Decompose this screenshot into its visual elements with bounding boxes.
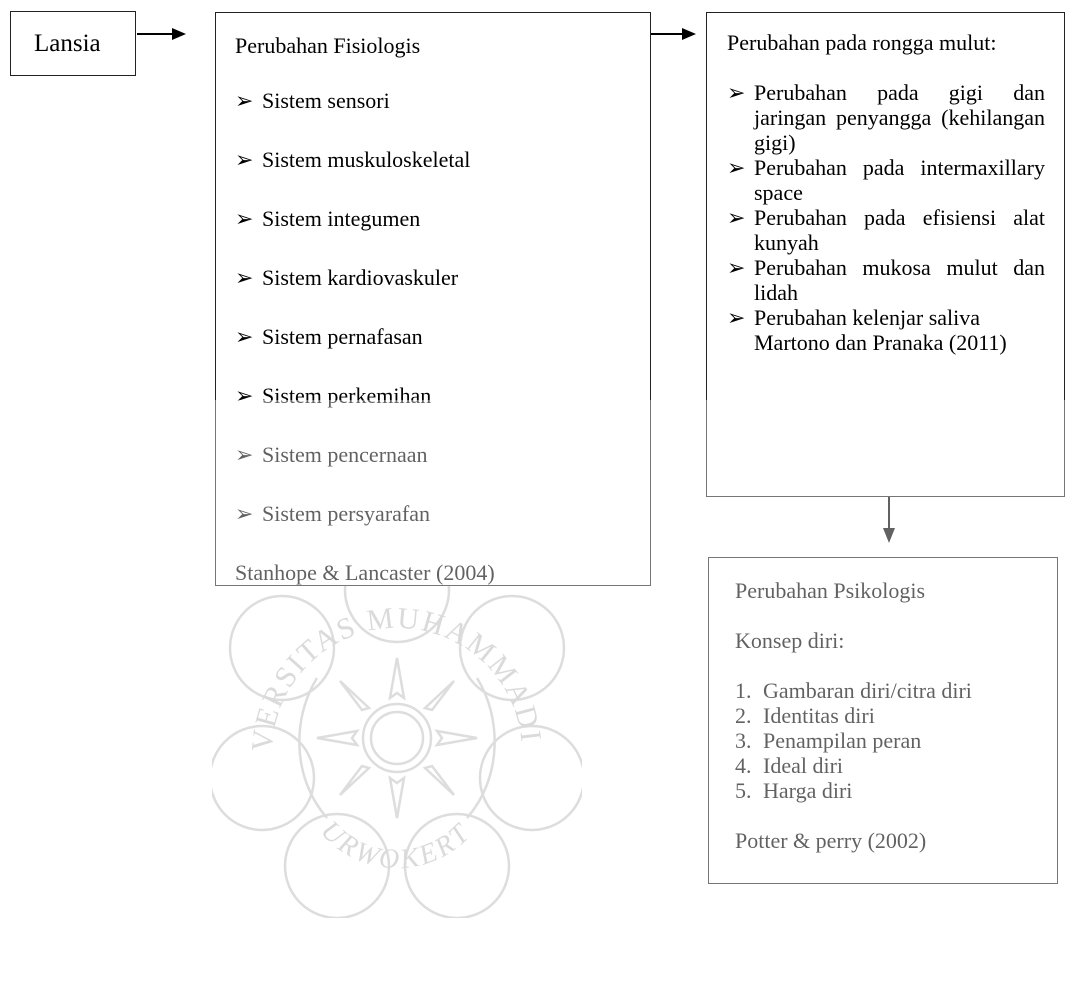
list-item: ➢Sistem integumen (235, 206, 421, 231)
list-item: ➢Sistem pernafasan (235, 324, 423, 349)
psikologis-title: Perubahan Psikologis (735, 578, 926, 603)
list-item: ➢Perubahan pada efisiensi alat kunyah (727, 205, 1045, 255)
arrow-bullet-icon: ➢ (727, 205, 746, 230)
fisiologis-source: Stanhope & Lancaster (2004) (235, 560, 495, 585)
list-item: ➢Sistem perkemihan (235, 383, 432, 408)
arrow-bullet-icon: ➢ (235, 147, 254, 172)
lansia-label: Lansia (34, 30, 101, 57)
list-item: 2.Identitas diri (735, 703, 875, 728)
list-item: 1.Gambaran diri/citra diri (735, 678, 972, 703)
arrow-bullet-icon: ➢ (727, 155, 746, 180)
list-item: ➢Perubahan pada intermaxillary space (727, 155, 1045, 205)
arrow-bullet-icon: ➢ (235, 383, 254, 408)
list-item: ➢Perubahan pada gigi dan jaringan penyan… (727, 80, 1045, 155)
arrow-bullet-icon: ➢ (235, 265, 254, 290)
list-item: 3.Penampilan peran (735, 728, 922, 753)
psikologis-source: Potter & perry (2002) (735, 828, 927, 853)
arrow-bullet-icon: ➢ (235, 442, 254, 467)
fisiologis-title: Perubahan Fisiologis (235, 33, 421, 58)
lansia-box: Lansia (10, 11, 136, 76)
list-item: ➢Sistem kardiovaskuler (235, 265, 459, 290)
list-item: 5.Harga diri (735, 778, 853, 803)
fisiologis-box: Perubahan Fisiologis ➢Sistem sensori ➢Si… (215, 12, 651, 586)
psikologis-subtitle: Konsep diri: (735, 628, 845, 653)
psikologis-box: Perubahan Psikologis Konsep diri: 1.Gamb… (708, 557, 1058, 884)
rongga-mulut-box: Perubahan pada rongga mulut: ➢Perubahan … (706, 12, 1065, 497)
list-item: ➢Sistem sensori (235, 88, 390, 113)
arrow-bullet-icon: ➢ (235, 501, 254, 526)
list-item: ➢Sistem muskuloskeletal (235, 147, 471, 172)
list-item: ➢Perubahan kelenjar saliva (727, 305, 981, 330)
arrow-bullet-icon: ➢ (235, 324, 254, 349)
arrow-bullet-icon: ➢ (727, 305, 746, 330)
list-item: ➢Sistem persyarafan (235, 501, 430, 526)
list-item: ➢Sistem pencernaan (235, 442, 428, 467)
rongga-mulut-source: Martono dan Pranaka (2011) (754, 330, 1007, 355)
rongga-mulut-title: Perubahan pada rongga mulut: (727, 30, 997, 55)
arrow-bullet-icon: ➢ (727, 80, 746, 105)
list-item: 4.Ideal diri (735, 753, 844, 778)
arrow-bullet-icon: ➢ (235, 88, 254, 113)
arrow-bullet-icon: ➢ (235, 206, 254, 231)
arrow-bullet-icon: ➢ (727, 255, 746, 280)
list-item: ➢Perubahan mukosa mulut dan lidah (727, 255, 1045, 305)
